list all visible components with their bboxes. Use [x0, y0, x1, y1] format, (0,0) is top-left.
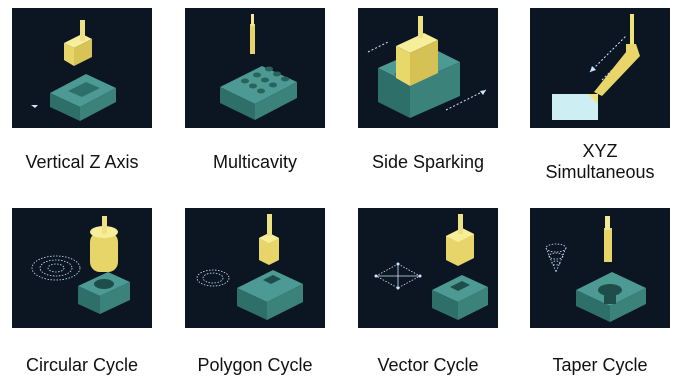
item-label-circular-cycle: Circular Cycle [25, 355, 139, 375]
item-label-xyz-simultaneous: XYZ Simultaneous [515, 141, 675, 183]
item-label-xyz-simultaneous-line2: Simultaneous [545, 162, 655, 182]
item-label-multicavity: Multicavity [212, 152, 297, 172]
side-sparking-image[interactable] [358, 8, 498, 128]
item-label-side-sparking: Side Sparking [371, 152, 485, 172]
taper-cycle-image[interactable] [530, 208, 670, 328]
circular-cycle-image[interactable] [12, 208, 152, 328]
item-label-xyz-simultaneous-line1: XYZ [582, 141, 618, 161]
multicavity-image[interactable] [185, 8, 325, 128]
vertical-z-axis-image[interactable] [12, 8, 152, 128]
item-label-taper-cycle: Taper Cycle [552, 355, 648, 375]
item-label-vertical-z-axis: Vertical Z Axis [25, 152, 139, 172]
item-label-polygon-cycle: Polygon Cycle [197, 355, 313, 375]
polygon-cycle-image[interactable] [185, 208, 325, 328]
vector-cycle-image[interactable] [358, 208, 498, 328]
item-label-vector-cycle: Vector Cycle [377, 355, 479, 375]
xyz-simultaneous-image[interactable] [530, 8, 670, 128]
